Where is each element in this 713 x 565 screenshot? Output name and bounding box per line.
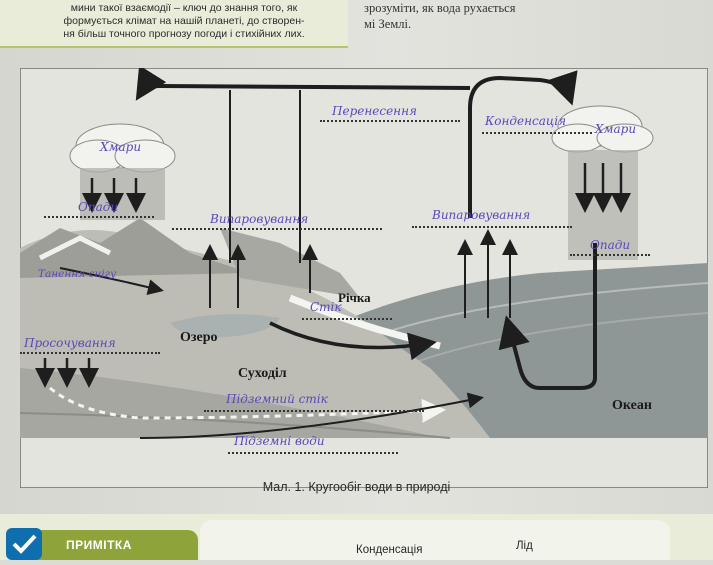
intro-line-3: ня більш точного прогнозу погоди і стихі… xyxy=(63,28,305,40)
note-word-condensation: Конденсація xyxy=(356,544,423,556)
clouds-left-answer: Хмари xyxy=(100,140,142,154)
mountain-left xyxy=(20,218,250,278)
figure-caption: Мал. 1. Кругообіг води в природі xyxy=(262,480,451,494)
underground-flow-answer: Підземний стік xyxy=(226,392,328,406)
intro-text-box: мини такої взаємодії – ключ до знання то… xyxy=(0,0,348,48)
water-cycle-figure: Річка Озеро Суходіл Океан Перенесення Ко… xyxy=(20,68,708,488)
evap-land-answer: Випаровування xyxy=(210,212,309,226)
precip-right-answer: Опади xyxy=(590,238,631,252)
groundwater-answer: Підземні води xyxy=(234,434,325,448)
transfer-arrow xyxy=(135,68,471,101)
lake-shape xyxy=(170,314,280,338)
river-label: Річка xyxy=(338,290,371,305)
land-label: Суходіл xyxy=(238,366,287,381)
note-title: ПРИМІТКА xyxy=(66,538,132,552)
ocean-label: Океан xyxy=(612,398,652,413)
river-flow-answer: Стік xyxy=(310,300,342,314)
right-line-2: мі Землі. xyxy=(364,17,412,31)
infiltration-answer: Просочування xyxy=(24,336,116,350)
condensation-arrow xyxy=(468,70,578,218)
hill-mid xyxy=(220,228,360,298)
right-text-block: зрозуміти, як вода рухається мі Землі. xyxy=(360,0,710,40)
lake-label: Озеро xyxy=(180,330,218,345)
evap-ocean-answer: Випаровування xyxy=(432,208,531,222)
condensation-answer: Конденсація xyxy=(485,114,567,128)
note-tab xyxy=(28,530,198,560)
checkmark-icon xyxy=(6,528,42,560)
clouds-right-answer: Хмари xyxy=(595,122,637,136)
intro-line-2: формується клімат на нашій планеті, до с… xyxy=(63,15,305,27)
note-box xyxy=(200,520,670,560)
snowmelt-answer: Танення снігу xyxy=(38,268,117,280)
note-word-ice: Лід xyxy=(516,540,533,552)
right-line-1: зрозуміти, як вода рухається xyxy=(364,1,516,15)
water-cycle-illustration xyxy=(20,68,708,488)
precip-left-answer: Опади xyxy=(78,200,119,214)
transfer-answer: Перенесення xyxy=(332,104,417,118)
intro-line-1: мини такої взаємодії – ключ до знання то… xyxy=(70,2,298,14)
